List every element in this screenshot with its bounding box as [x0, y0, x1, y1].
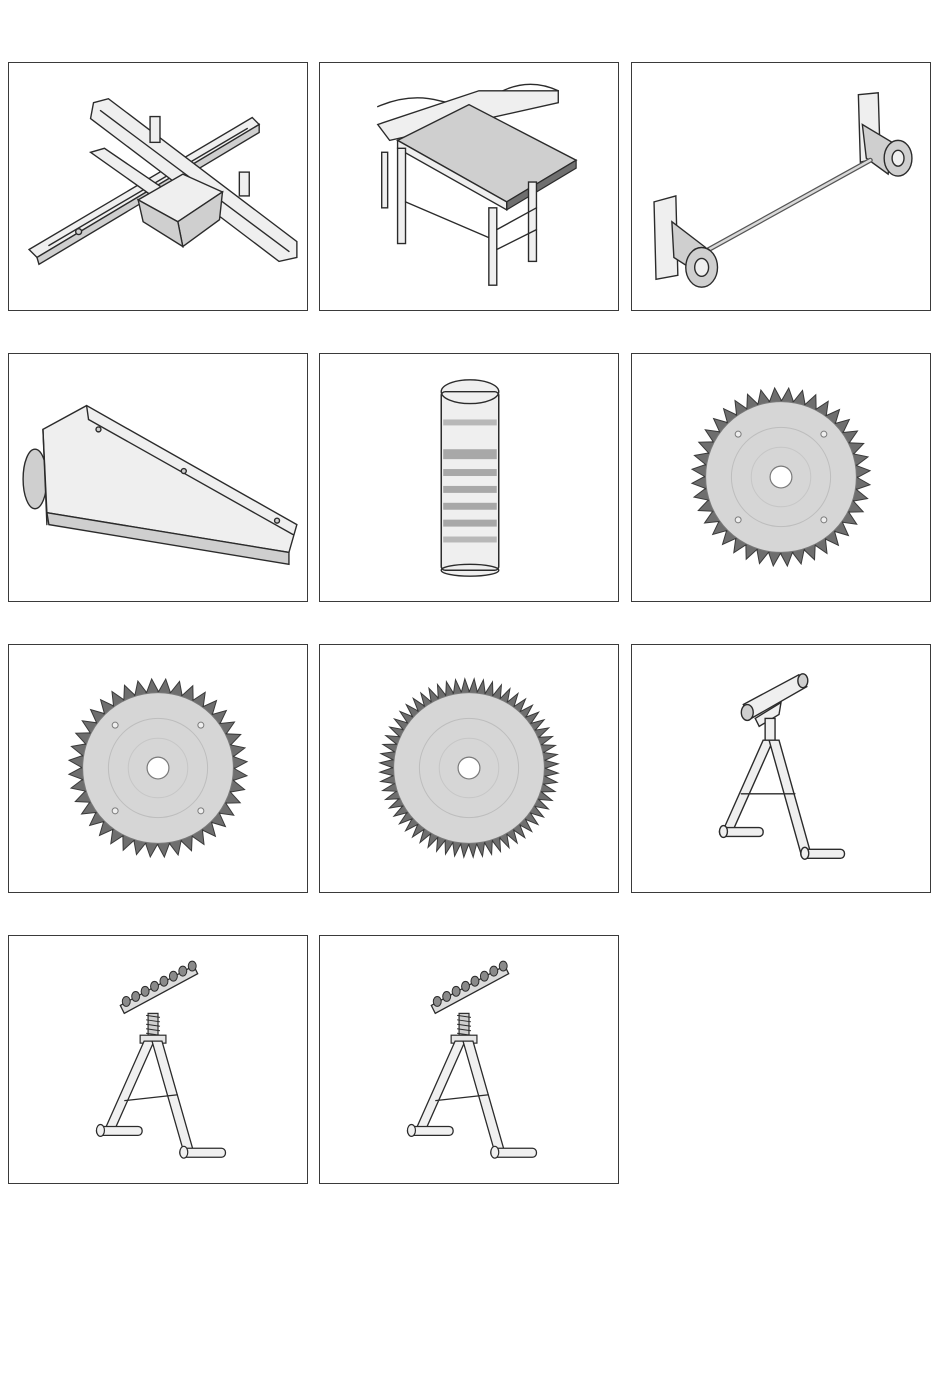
roller — [462, 981, 470, 991]
roller — [160, 976, 168, 986]
blade-pin-hole — [198, 722, 204, 728]
extension-table-icon — [320, 63, 618, 310]
roller — [132, 991, 140, 1001]
accessory-panel-spray-can — [319, 353, 619, 602]
blade-pin-hole — [821, 431, 827, 437]
roller — [490, 966, 498, 976]
multi-roller-stand-icon — [9, 936, 307, 1183]
roller — [169, 971, 177, 981]
saw-blade-icon — [632, 354, 930, 601]
sliding-carriage-icon — [9, 63, 307, 310]
roller — [499, 961, 507, 971]
saw-blade-icon — [320, 645, 618, 892]
roller — [443, 991, 451, 1001]
blade-pin-hole — [112, 808, 118, 814]
spray-can-icon — [320, 354, 618, 601]
blade-pin-hole — [198, 808, 204, 814]
blade-pin-hole — [735, 517, 741, 523]
roller — [122, 997, 130, 1007]
roller — [188, 961, 196, 971]
roller — [480, 971, 488, 981]
saw-blade-icon — [9, 645, 307, 892]
accessory-panel-sliding-carriage — [8, 62, 308, 311]
blade-pin-hole — [735, 431, 741, 437]
blade-arbor-hole — [770, 466, 792, 488]
accessory-panel-extension-table — [319, 62, 619, 311]
blade-arbor-hole — [458, 757, 480, 779]
blade-arbor-hole — [147, 757, 169, 779]
multi-roller-stand-icon — [320, 936, 618, 1183]
accessory-panel-roller-stand — [631, 644, 931, 893]
extraction-hood-icon — [9, 354, 307, 601]
accessory-panel-multi-roller-stand-2 — [319, 935, 619, 1184]
accessory-panel-saw-blade-2 — [8, 644, 308, 893]
accessory-panel-wheel-kit — [631, 62, 931, 311]
accessory-panel-extraction-hood — [8, 353, 308, 602]
roller — [179, 966, 187, 976]
wheel-kit-icon — [632, 63, 930, 310]
blade-pin-hole — [821, 517, 827, 523]
roller — [141, 986, 149, 996]
roller — [151, 981, 159, 991]
roller — [433, 997, 441, 1007]
accessory-panel-saw-blade-1 — [631, 353, 931, 602]
accessory-panel-saw-blade-3 — [319, 644, 619, 893]
roller-stand-icon — [632, 645, 930, 892]
roller — [471, 976, 479, 986]
blade-pin-hole — [112, 722, 118, 728]
roller — [452, 986, 460, 996]
accessory-panel-multi-roller-stand-1 — [8, 935, 308, 1184]
